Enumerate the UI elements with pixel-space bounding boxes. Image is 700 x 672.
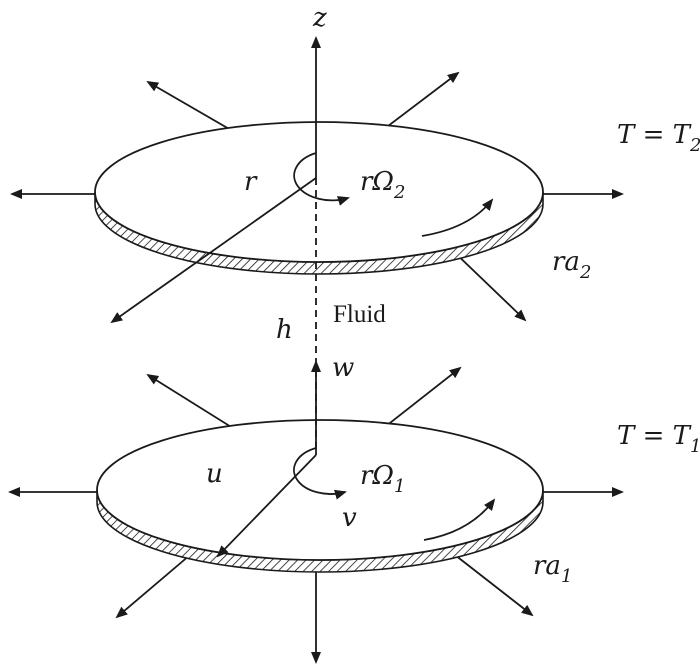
velocity-u-label: u <box>206 459 223 489</box>
bottom-stretch-arrow-lower-right <box>454 554 534 617</box>
gap-height-label: h <box>276 315 293 345</box>
top-rotation-arrow <box>293 152 350 206</box>
top-stretch-label: ra2 <box>552 247 591 283</box>
top-rotation-label: rΩ2 <box>360 167 405 203</box>
top-rim-rotation-arrow <box>421 198 494 237</box>
fluid-label: Fluid <box>333 301 386 328</box>
bottom-temperature-label: T = T1 <box>617 421 700 457</box>
bottom-stretch-label: ra1 <box>533 551 572 587</box>
axis-z-label: z <box>312 3 327 33</box>
bottom-rotation-arrow <box>293 447 347 500</box>
top-disk-face <box>94 121 544 263</box>
bottom-rotation-label: rΩ1 <box>360 461 405 497</box>
bottom-stretch-arrow-lower-left <box>115 554 191 619</box>
velocity-v-label: v <box>342 503 357 533</box>
velocity-w-label: w <box>332 353 354 383</box>
top-radius-arrow <box>110 177 317 324</box>
bottom-disk <box>8 366 624 664</box>
velocity-u-arrow <box>216 454 317 558</box>
top-radius-label: r <box>244 167 258 197</box>
top-temperature-label: T = T2 <box>617 120 700 156</box>
bottom-disk-face <box>96 419 544 561</box>
top-disk <box>10 71 624 324</box>
bottom-rim-rotation-arrow <box>423 498 496 541</box>
